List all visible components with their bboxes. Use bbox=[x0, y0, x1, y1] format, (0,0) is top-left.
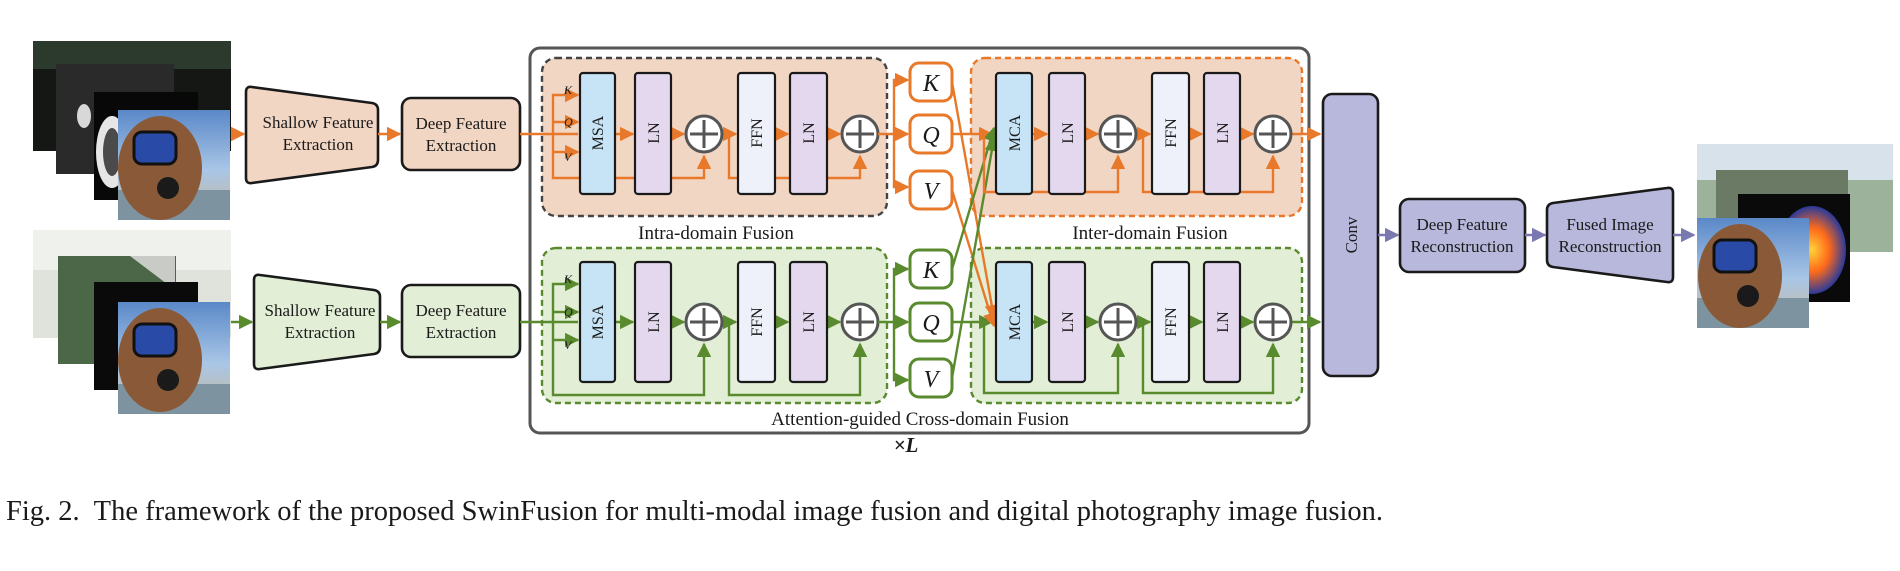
ffn-block-top-1 bbox=[736, 71, 777, 196]
repeat-l-label: ×L bbox=[894, 433, 919, 457]
output-images bbox=[1697, 144, 1893, 328]
shallow-extraction-top bbox=[244, 85, 380, 185]
cross-attention-links bbox=[950, 81, 999, 379]
intra-bottom-flow bbox=[520, 276, 868, 397]
swinfusion-framework-diagram: Shallow Feature Extraction Deep Feature … bbox=[33, 41, 1893, 457]
ln-label-bottom-1: LN bbox=[646, 311, 663, 333]
intra-top-flow bbox=[520, 87, 868, 180]
svg-text:K: K bbox=[563, 272, 573, 286]
fused-recon-label-2: Reconstruction bbox=[1559, 237, 1662, 256]
deep-extraction-top-label-1: Deep Feature bbox=[415, 114, 506, 133]
ln-block-top-1 bbox=[633, 71, 673, 196]
svg-text:V: V bbox=[564, 338, 573, 352]
mca-label-bottom: MCA bbox=[1007, 303, 1024, 340]
fused-recon-label-1: Fused Image bbox=[1566, 215, 1653, 234]
figure-caption: Fig. 2. The framework of the proposed Swi… bbox=[6, 496, 1383, 528]
ln-block-bottom-2 bbox=[788, 260, 829, 384]
inter-bottom-flow bbox=[982, 314, 1322, 395]
inter-domain-fusion-label: Inter-domain Fusion bbox=[1072, 223, 1228, 244]
v-label-top: V bbox=[924, 179, 941, 205]
ln-label-bottom-4: LN bbox=[1215, 311, 1232, 333]
shallow-extraction-top-label-2: Extraction bbox=[283, 135, 354, 154]
kqv-bottom-branches bbox=[878, 261, 910, 388]
ffn-block-bottom-1 bbox=[736, 260, 777, 384]
svg-text:K: K bbox=[563, 83, 573, 97]
cross-domain-fusion-label: Attention-guided Cross-domain Fusion bbox=[771, 409, 1069, 430]
deep-recon-label-2: Reconstruction bbox=[1411, 237, 1514, 256]
ln-label-top-2: LN bbox=[801, 122, 818, 144]
conv-label: Conv bbox=[1342, 216, 1361, 253]
ln-label-top-3: LN bbox=[1060, 122, 1077, 144]
ln-label-top-4: LN bbox=[1215, 122, 1232, 144]
ln-block-bottom-4 bbox=[1202, 260, 1242, 384]
shallow-extraction-bottom-label-2: Extraction bbox=[285, 323, 356, 342]
ffn-label-bottom-1: FFN bbox=[749, 307, 766, 337]
v-label-bottom: V bbox=[924, 367, 941, 393]
msa-label-top: MSA bbox=[590, 115, 607, 150]
svg-text:Q: Q bbox=[564, 305, 573, 319]
deep-recon-label-1: Deep Feature bbox=[1416, 215, 1507, 234]
ffn-label-bottom-2: FFN bbox=[1163, 307, 1180, 337]
k-label-bottom: K bbox=[922, 258, 941, 284]
deep-extraction-top bbox=[400, 96, 522, 172]
input-images-bottom bbox=[33, 230, 231, 414]
msa-block-top bbox=[578, 71, 617, 196]
caption-label: Fig. 2. bbox=[6, 496, 80, 527]
input-images-top bbox=[33, 41, 231, 220]
ln-block-top-3 bbox=[1047, 71, 1087, 196]
ffn-block-bottom-2 bbox=[1150, 260, 1191, 384]
deep-extraction-bottom-label-2: Extraction bbox=[426, 323, 497, 342]
ffn-block-top-2 bbox=[1150, 71, 1191, 196]
fused-image-reconstruction bbox=[1545, 186, 1675, 284]
shallow-extraction-top-label-1: Shallow Feature bbox=[263, 113, 374, 132]
ln-label-top-1: LN bbox=[646, 122, 663, 144]
intra-domain-fusion-label: Intra-domain Fusion bbox=[638, 223, 794, 244]
shallow-extraction-bottom-label-1: Shallow Feature bbox=[265, 301, 376, 320]
mca-block-bottom bbox=[994, 260, 1034, 384]
ffn-label-top-2: FFN bbox=[1163, 118, 1180, 148]
msa-block-bottom bbox=[578, 260, 617, 384]
ln-block-top-4 bbox=[1202, 71, 1242, 196]
deep-extraction-top-label-2: Extraction bbox=[426, 136, 497, 155]
ln-label-bottom-3: LN bbox=[1060, 311, 1077, 333]
kqv-top-branches bbox=[878, 72, 910, 195]
deep-extraction-bottom-label-1: Deep Feature bbox=[415, 301, 506, 320]
svg-text:Q: Q bbox=[564, 115, 573, 129]
shallow-extraction-bottom bbox=[252, 273, 382, 371]
q-label-bottom: Q bbox=[922, 311, 939, 337]
svg-text:V: V bbox=[564, 150, 573, 164]
mca-label-top: MCA bbox=[1007, 114, 1024, 151]
msa-label-bottom: MSA bbox=[590, 304, 607, 339]
caption-text: The framework of the proposed SwinFusion… bbox=[93, 496, 1384, 527]
k-label-top: K bbox=[922, 71, 941, 97]
deep-extraction-bottom bbox=[400, 283, 522, 359]
ln-block-top-2 bbox=[788, 71, 829, 196]
deep-feature-reconstruction bbox=[1398, 197, 1527, 274]
ln-block-bottom-3 bbox=[1047, 260, 1087, 384]
q-label-top: Q bbox=[922, 123, 939, 149]
ffn-label-top-1: FFN bbox=[749, 118, 766, 148]
mca-block-top bbox=[994, 71, 1034, 196]
ln-block-bottom-1 bbox=[633, 260, 673, 384]
ln-label-bottom-2: LN bbox=[801, 311, 818, 333]
